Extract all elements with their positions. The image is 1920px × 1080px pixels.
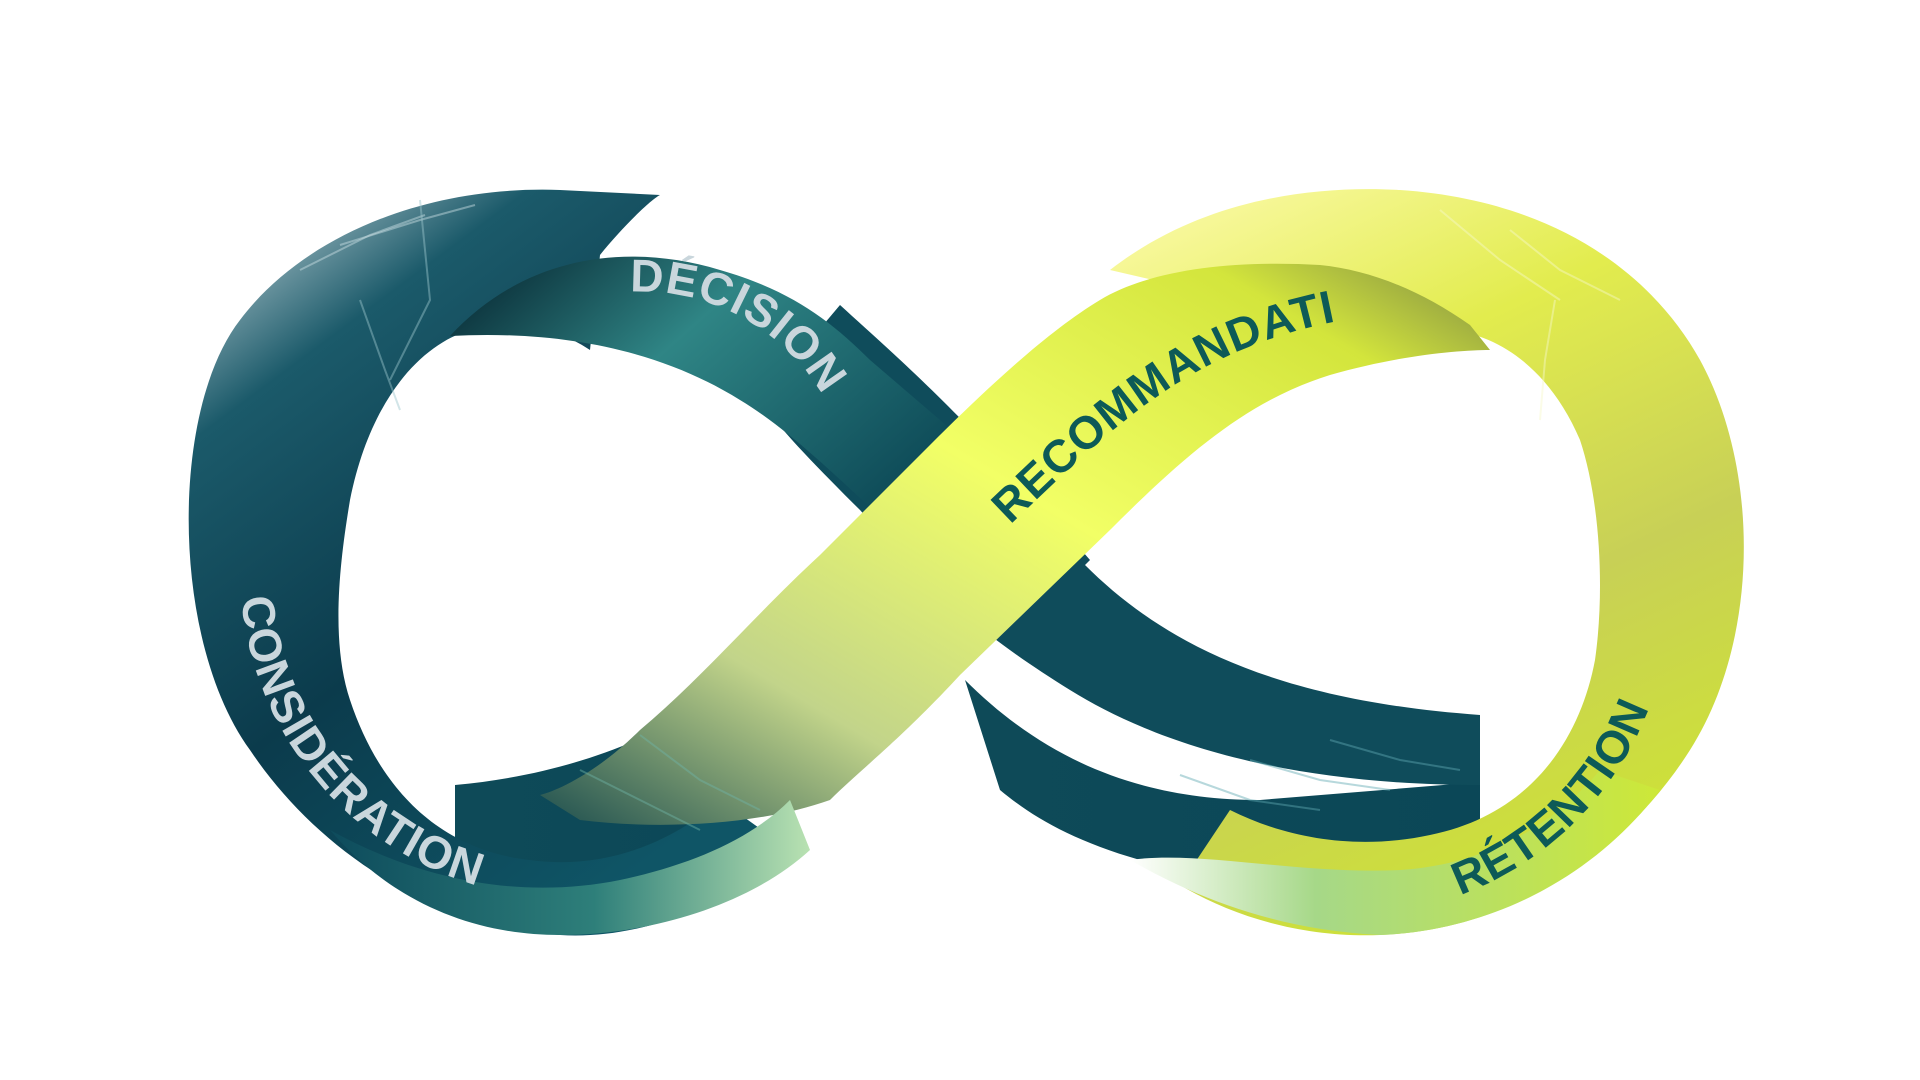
loop-left xyxy=(188,189,791,936)
band-bottom-right-end xyxy=(1130,770,1660,935)
loop-right xyxy=(1110,189,1744,936)
band-bottom-left-end xyxy=(330,800,810,935)
band-recommendation xyxy=(540,263,1490,825)
band-decision xyxy=(450,256,975,535)
chevron-pattern xyxy=(299,199,1621,831)
band-bottom-right xyxy=(965,680,1480,881)
